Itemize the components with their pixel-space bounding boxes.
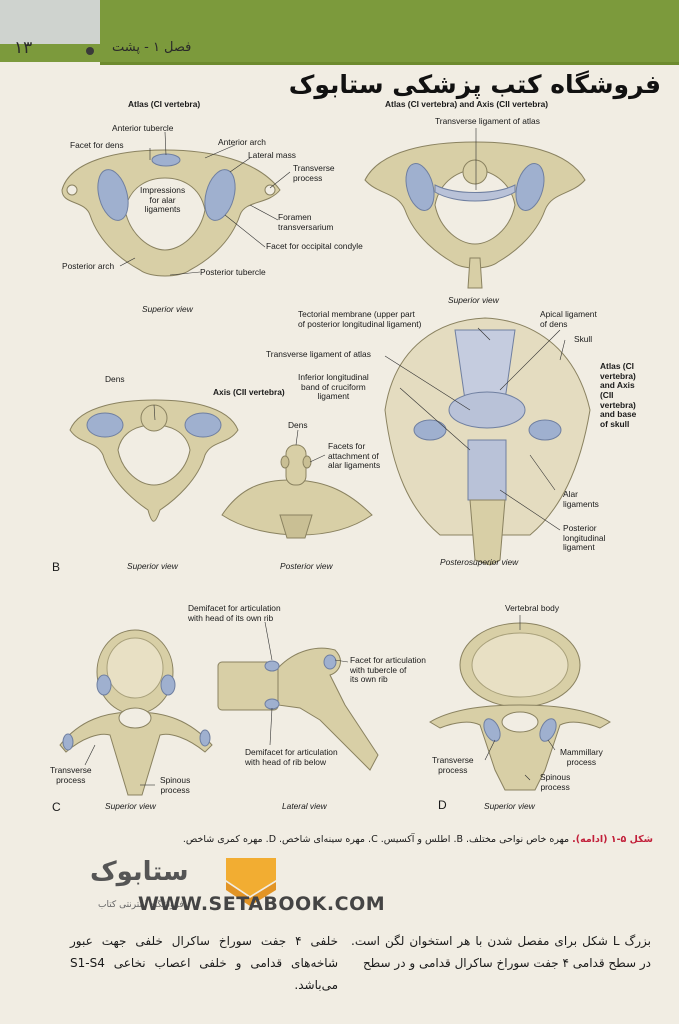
label-facets-alar-ligaments: Facets for attachment of alar ligaments (328, 441, 381, 471)
leader-lines (84, 128, 566, 786)
label-facet-for-dens: Facet for dens (70, 140, 124, 150)
label-anterior-tubercle: Anterior tubercle (112, 123, 174, 133)
chapter-title: فصل ۱ - پشت (112, 40, 192, 55)
watermark-shop-name: فروشگاه کتب پزشکی ستابوک (288, 70, 661, 99)
caption-superior-view-a2: Superior view (448, 295, 499, 305)
label-transverse-process-c: Transverse process (50, 765, 92, 785)
label-apical-ligament: Apical ligament of dens (540, 309, 597, 329)
body-text-right: بزرگ L شکل برای مفصل شدن با هر استخوان ل… (351, 934, 652, 970)
label-spinous-process-c: Spinous process (160, 775, 191, 795)
label-demifacet-own-rib: Demifacet for articulation with head of … (188, 603, 281, 623)
label-facet-occipital-condyle: Facet for occipital condyle (266, 241, 363, 251)
atlas-axis-title: Atlas (CI vertebra) and Axis (CII verteb… (385, 99, 549, 109)
label-vertebral-body: Vertebral body (505, 603, 560, 613)
caption-superior-view-a1: Superior view (142, 304, 193, 314)
label-transverse-ligament-atlas-a: Transverse ligament of atlas (435, 116, 540, 126)
label-transverse-process-d: Transverse process (432, 755, 474, 775)
header-rule (100, 62, 679, 65)
page-number: ۱۳ (14, 38, 33, 58)
body-text-left: خلفی ۴ جفت سوراخ ساکرال خلفی جهت عبور شا… (70, 934, 339, 992)
label-posterior-longitudinal-ligament: Posterior longitudinal ligament (563, 523, 606, 553)
caption-superior-view-d: Superior view (484, 801, 535, 811)
label-transverse-process: Transverse process (293, 163, 335, 183)
caption-posterosuperior-view: Posterosuperior view (440, 557, 519, 567)
ligaments-posterosuperior-drawing (384, 317, 591, 566)
label-foramen-transversarium: Foramen transversarium (278, 212, 334, 232)
label-mammillary-process: Mammillary process (560, 747, 603, 767)
label-transverse-ligament-atlas-b: Transverse ligament of atlas (266, 349, 371, 359)
watermark-logo: ستابوک (90, 857, 276, 906)
label-lateral-mass: Lateral mass (248, 150, 296, 160)
label-facet-tubercle-rib: Facet for articulation with tubercle of … (350, 655, 426, 685)
label-impressions-alar: Impressions for alar ligaments (140, 185, 186, 215)
lumbar-superior-drawing (429, 622, 611, 791)
caption-superior-view-b: Superior view (127, 561, 178, 571)
label-anterior-arch: Anterior arch (218, 137, 266, 147)
page-header-band (0, 0, 679, 62)
label-spinous-process-d: Spinous process (540, 772, 571, 792)
axis-posterior-drawing (221, 444, 373, 539)
svg-text:ستابوک: ستابوک (90, 857, 189, 887)
axis-title: Axis (CII vertebra) (213, 387, 285, 397)
label-skull: Skull (574, 334, 593, 344)
header-bullet (86, 47, 94, 55)
thoracic-lateral-drawing (217, 647, 379, 771)
atlas-superior-drawing (61, 149, 281, 277)
watermark-url: WWW.SETABOOK.COM (138, 893, 386, 915)
atlas-title: Atlas (CI vertebra) (128, 99, 201, 109)
watermark-logo-text: فروشگاه اینترنتی کتاب (98, 900, 184, 910)
label-tectorial-membrane: Tectorial membrane (upper part of poster… (298, 309, 422, 329)
panel-letter-d: D (438, 798, 447, 812)
atlas-axis-superior-drawing (364, 141, 586, 289)
panel-letter-b: B (52, 560, 61, 574)
axis-superior-drawing (69, 399, 239, 522)
caption-posterior-view: Posterior view (280, 561, 333, 571)
figure-caption: شکل ۵-۱ (ادامه). مهره خاص نواحی مختلف. B… (183, 834, 653, 845)
label-atlas-axis-base-skull: Atlas (CI vertebra) and Axis (CII verteb… (600, 361, 637, 429)
header-spine-photo (0, 0, 100, 44)
caption-lateral-view: Lateral view (282, 801, 327, 811)
label-posterior-arch: Posterior arch (62, 261, 115, 271)
label-posterior-tubercle: Posterior tubercle (200, 267, 266, 277)
label-demifacet-rib-below: Demifacet for articulation with head of … (245, 747, 338, 767)
caption-label: شکل ۵-۱ (ادامه). (572, 834, 653, 845)
caption-text: مهره خاص نواحی مختلف. B. اطلس و آکسیس. C… (182, 834, 573, 845)
panel-letter-c: C (52, 800, 61, 814)
label-inferior-longitudinal-band: Inferior longitudinal band of cruciform … (298, 372, 369, 402)
label-dens-a: Dens (105, 374, 125, 384)
label-dens-b: Dens (288, 420, 308, 430)
caption-superior-view-c: Superior view (105, 801, 156, 811)
label-alar-ligaments: Alar ligaments (563, 489, 599, 509)
thoracic-superior-drawing (59, 629, 213, 796)
